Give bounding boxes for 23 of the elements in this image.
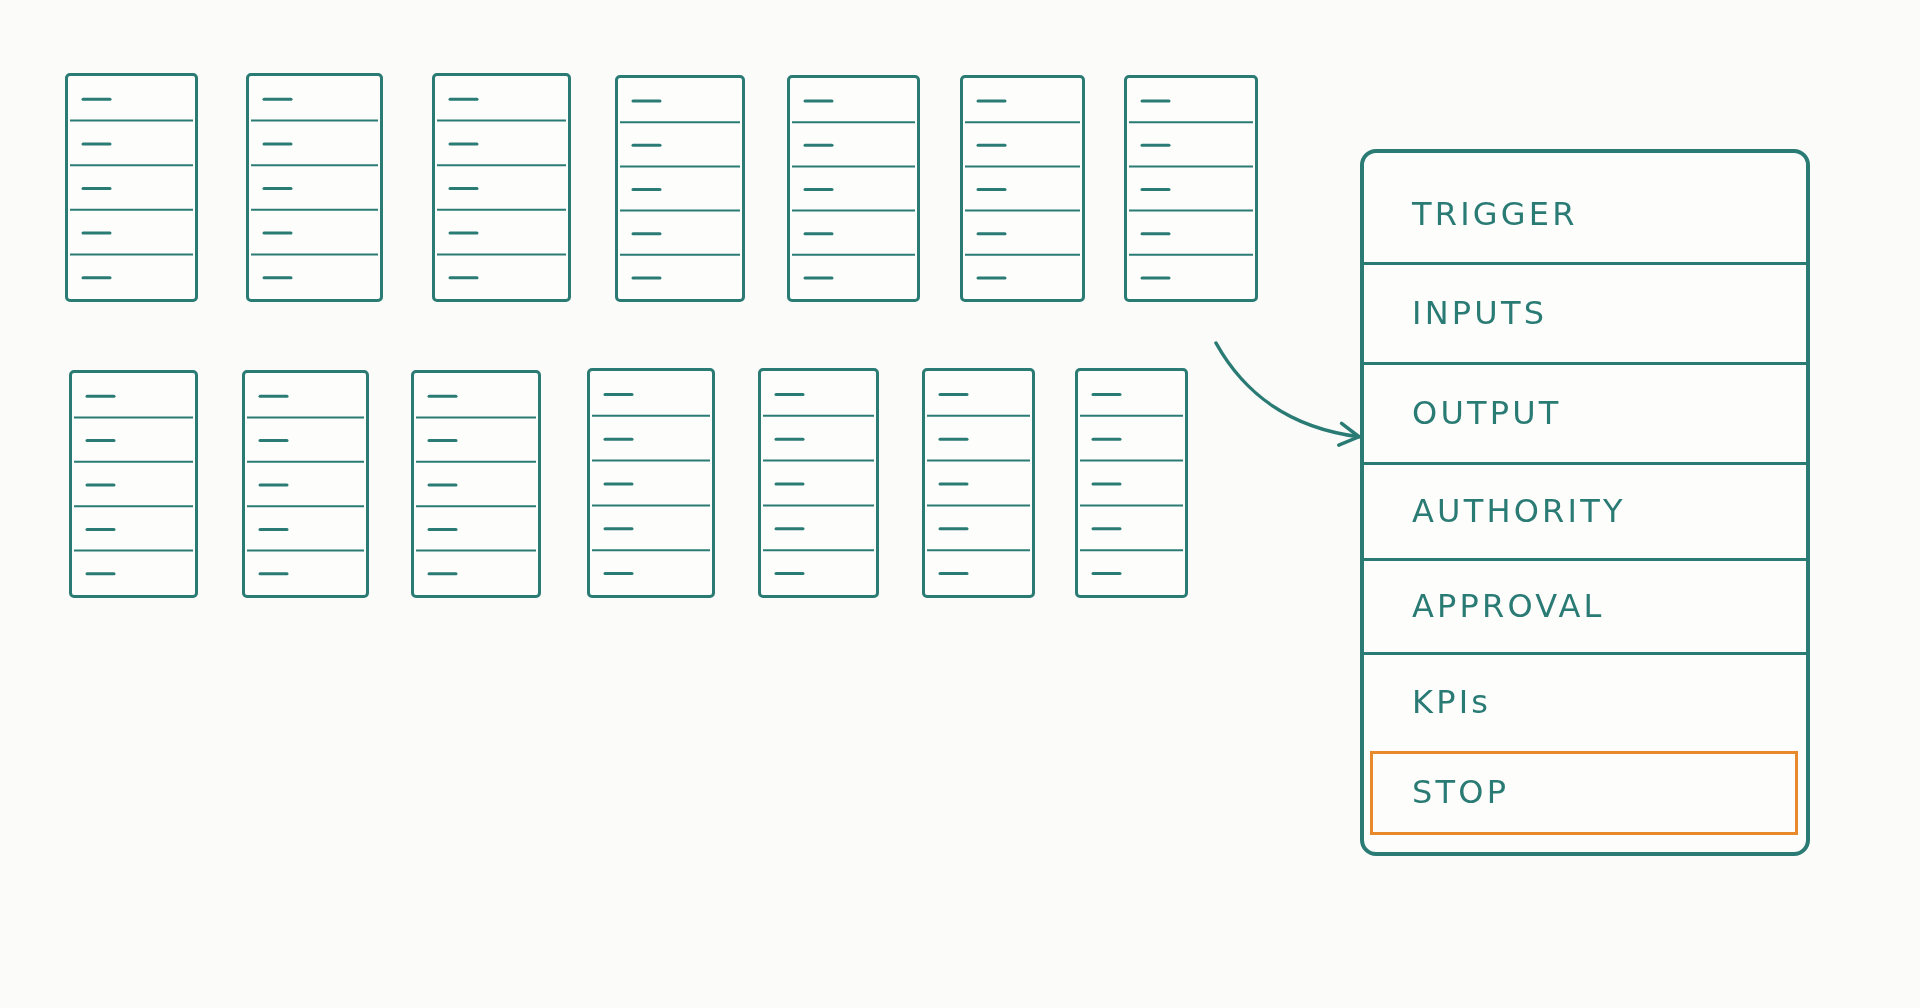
highlighted-row: STOP	[1370, 751, 1798, 835]
blank-card	[615, 75, 745, 302]
blank-card	[65, 73, 198, 302]
blank-card	[787, 75, 920, 302]
section-row: APPROVAL	[1364, 561, 1806, 655]
blank-card	[922, 368, 1035, 598]
curved-arrow	[1214, 341, 1361, 447]
section-row: OUTPUT	[1364, 365, 1806, 465]
blank-card	[587, 368, 715, 598]
template-card	[1360, 149, 1810, 856]
blank-card	[411, 370, 541, 598]
blank-card	[432, 73, 571, 302]
section-row: INPUTS	[1364, 265, 1806, 365]
blank-card	[69, 370, 198, 598]
section-row: AUTHORITY	[1364, 465, 1806, 561]
section-row: KPIs	[1364, 655, 1806, 751]
blank-card	[758, 368, 879, 598]
blank-card	[242, 370, 369, 598]
blank-card	[960, 75, 1085, 302]
blank-card	[1124, 75, 1258, 302]
section-row: TRIGGER	[1364, 153, 1806, 265]
blank-card	[1075, 368, 1188, 598]
blank-card	[246, 73, 383, 302]
